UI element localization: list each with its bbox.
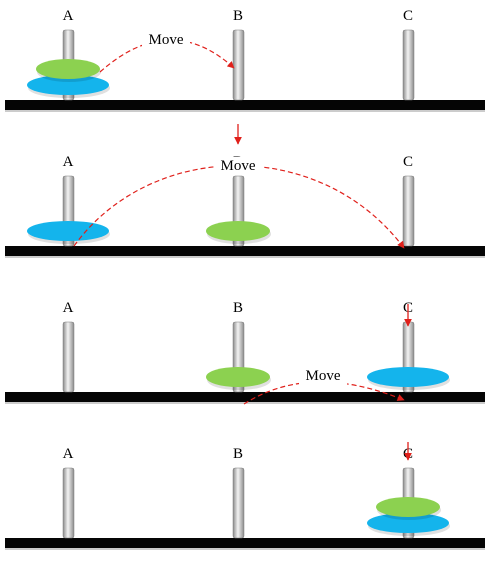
panel-4: ABC (5, 446, 485, 550)
peg-b (232, 29, 245, 101)
small-disk-on-peg-a (36, 59, 100, 79)
panel-1: A B C Move (5, 8, 485, 112)
move-label-background (299, 367, 347, 385)
peg-label-b: B (233, 300, 243, 316)
peg-label-a: A (63, 154, 74, 170)
peg-a (62, 321, 75, 393)
peg-label-b: B (233, 446, 243, 462)
base-shadow (5, 548, 485, 550)
move-arrow-a-to-b (99, 39, 235, 73)
base-platform (5, 100, 485, 110)
move-arrow-b-to-c (243, 381, 405, 405)
small-disk-on-peg-b (206, 367, 270, 387)
large-disk-on-peg-a (27, 221, 109, 241)
peg-a (62, 467, 75, 539)
peg-label-a: A (63, 8, 74, 24)
peg-label-c: C (403, 154, 413, 170)
peg-label-a: A (63, 300, 74, 316)
peg-label-b: B (233, 8, 243, 24)
move-label-background (214, 157, 262, 175)
large-disk-on-peg-c (367, 367, 449, 387)
peg-label-c: C (403, 8, 413, 24)
base-platform (5, 392, 485, 402)
base-platform (5, 538, 485, 548)
peg-c (402, 175, 415, 247)
move-label: Move (221, 158, 256, 174)
move-label-background (142, 31, 190, 49)
move-label: Move (149, 32, 184, 48)
base-shadow (5, 256, 485, 258)
small-disk-on-peg-b (206, 221, 270, 241)
peg-c (402, 29, 415, 101)
peg-b (232, 467, 245, 539)
base-shadow (5, 110, 485, 112)
move-label: Move (306, 368, 341, 384)
peg-label-a: A (63, 446, 74, 462)
base-platform (5, 246, 485, 256)
large-disk-on-peg-c (367, 513, 449, 533)
small-disk-on-peg-c (376, 497, 440, 517)
large-disk-on-peg-a (27, 75, 109, 95)
